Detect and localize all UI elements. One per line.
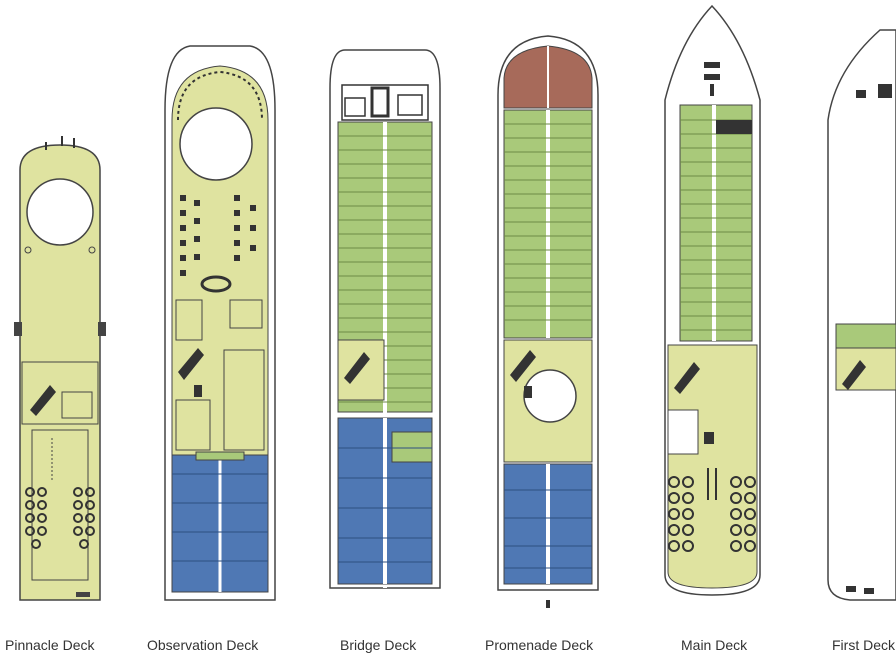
observation-deck-lounge-dome xyxy=(179,107,253,181)
promenade-deck-stern-fixture xyxy=(546,600,550,608)
bridge-deck-staircase xyxy=(344,352,370,384)
main-deck-cabin-dividers xyxy=(680,119,752,331)
pinnacle-deck-rail-posts xyxy=(45,136,75,150)
pinnacle-deck-post xyxy=(88,246,96,254)
first-deck-staircase xyxy=(842,360,866,390)
pinnacle-deck-post xyxy=(24,246,32,254)
observation-deck-lift xyxy=(194,385,202,397)
first-deck-bow-fixtures xyxy=(856,84,892,98)
pinnacle-deck-lift xyxy=(61,391,93,419)
pinnacle-deck-room xyxy=(21,361,99,425)
first-deck-plan[interactable] xyxy=(827,29,896,601)
pinnacle-deck-pool xyxy=(26,178,94,246)
main-deck-reception xyxy=(667,409,699,455)
bridge-deck-cabin-aft xyxy=(391,431,433,463)
observation-deck-seating xyxy=(180,195,256,276)
observation-deck-room xyxy=(229,299,263,329)
observation-deck-plan[interactable] xyxy=(164,45,276,601)
main-deck-bar xyxy=(707,468,717,500)
promenade-deck-plan[interactable] xyxy=(497,35,599,608)
promenade-deck-lift xyxy=(524,386,532,398)
bridge-deck-plan[interactable] xyxy=(329,49,441,589)
first-deck-hull xyxy=(827,29,896,601)
pinnacle-deck-seating xyxy=(25,487,95,549)
first-deck-cabin-block xyxy=(835,323,896,349)
first-deck-stern-fixtures xyxy=(846,586,874,594)
observation-deck-staircase xyxy=(178,348,204,380)
observation-deck-room xyxy=(223,349,265,451)
deck-label-first: First Deck xyxy=(832,637,895,653)
observation-deck-room xyxy=(175,299,203,341)
deck-label-pinnacle: Pinnacle Deck xyxy=(5,637,95,653)
pinnacle-deck-lounge xyxy=(31,429,89,581)
main-deck-dining-tables xyxy=(668,476,756,552)
pinnacle-deck-staircase xyxy=(30,385,56,416)
pinnacle-deck-vent xyxy=(98,322,106,336)
pinnacle-deck-stern-fixture xyxy=(76,592,90,597)
promenade-deck-staircase xyxy=(510,350,536,382)
main-deck-staircase xyxy=(674,362,700,394)
deck-label-observation: Observation Deck xyxy=(147,637,259,653)
observation-deck-room xyxy=(175,399,211,451)
bridge-deck-suite-dividers xyxy=(338,447,432,563)
promenade-deck-cabin-dividers xyxy=(504,123,592,321)
deck-label-bridge: Bridge Deck xyxy=(340,637,417,653)
pinnacle-deck-plan[interactable] xyxy=(14,136,106,601)
main-deck-anchor-gear xyxy=(704,62,720,96)
observation-deck-hull-block xyxy=(195,451,245,461)
pinnacle-deck-vent xyxy=(14,322,22,336)
promenade-deck-suite-dividers xyxy=(504,489,592,569)
main-deck-forward-block xyxy=(716,120,752,134)
main-deck-restaurant xyxy=(667,344,758,589)
deck-label-main: Main Deck xyxy=(681,637,748,653)
bridge-deck-wheelhouse xyxy=(341,84,429,121)
deck-label-promenade: Promenade Deck xyxy=(485,637,594,653)
main-deck-plan[interactable] xyxy=(664,4,761,596)
main-deck-lift xyxy=(704,432,714,444)
observation-deck-bar xyxy=(200,275,232,293)
observation-deck-window-arc xyxy=(177,70,263,121)
observation-deck-suite-dividers xyxy=(172,473,268,562)
